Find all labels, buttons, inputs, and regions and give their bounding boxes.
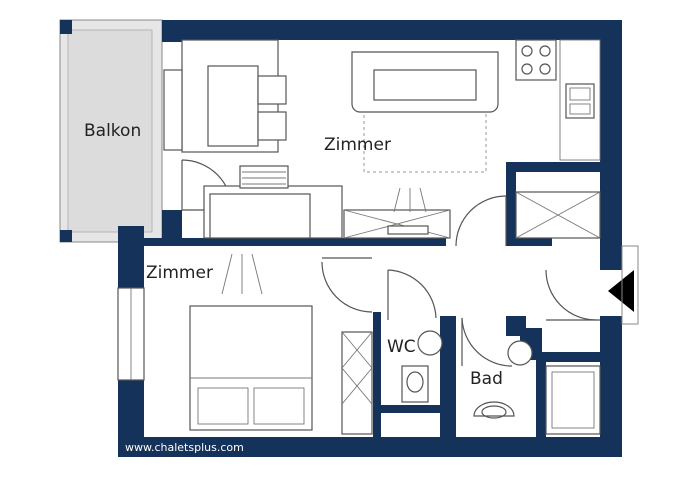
balcony-railing-left-bottom (60, 230, 72, 242)
bed-icon (189, 305, 313, 431)
entrance-door-frame (621, 245, 639, 325)
kitchen (515, 39, 601, 161)
lamp-cones (221, 187, 427, 295)
tv-unit (203, 165, 451, 239)
room-label-living: Zimmer (324, 135, 391, 155)
room-label-bedroom: Zimmer (146, 263, 213, 283)
sofa-icon (351, 51, 499, 173)
toilet-icon (401, 365, 429, 403)
door-swings (181, 159, 600, 367)
walls (118, 20, 622, 457)
wc-round-fixture (417, 330, 443, 356)
balcony (59, 19, 163, 243)
room-label-wc: WC (387, 337, 416, 357)
dining-table-icon (163, 39, 287, 153)
sink-icon (565, 83, 595, 119)
room-label-balcony: Balkon (84, 121, 141, 141)
room-label-bath: Bad (470, 369, 503, 389)
balcony-railing-left (60, 20, 72, 34)
wardrobe (341, 331, 373, 435)
washbasin-icon (473, 401, 515, 419)
watermark-url: www.chaletsplus.com (125, 441, 244, 454)
bath-shower (545, 365, 601, 435)
stove-icon (515, 39, 557, 81)
bath-round-fixture (507, 340, 533, 366)
shower-icon (515, 191, 601, 239)
entrance-arrow-icon (608, 270, 634, 312)
